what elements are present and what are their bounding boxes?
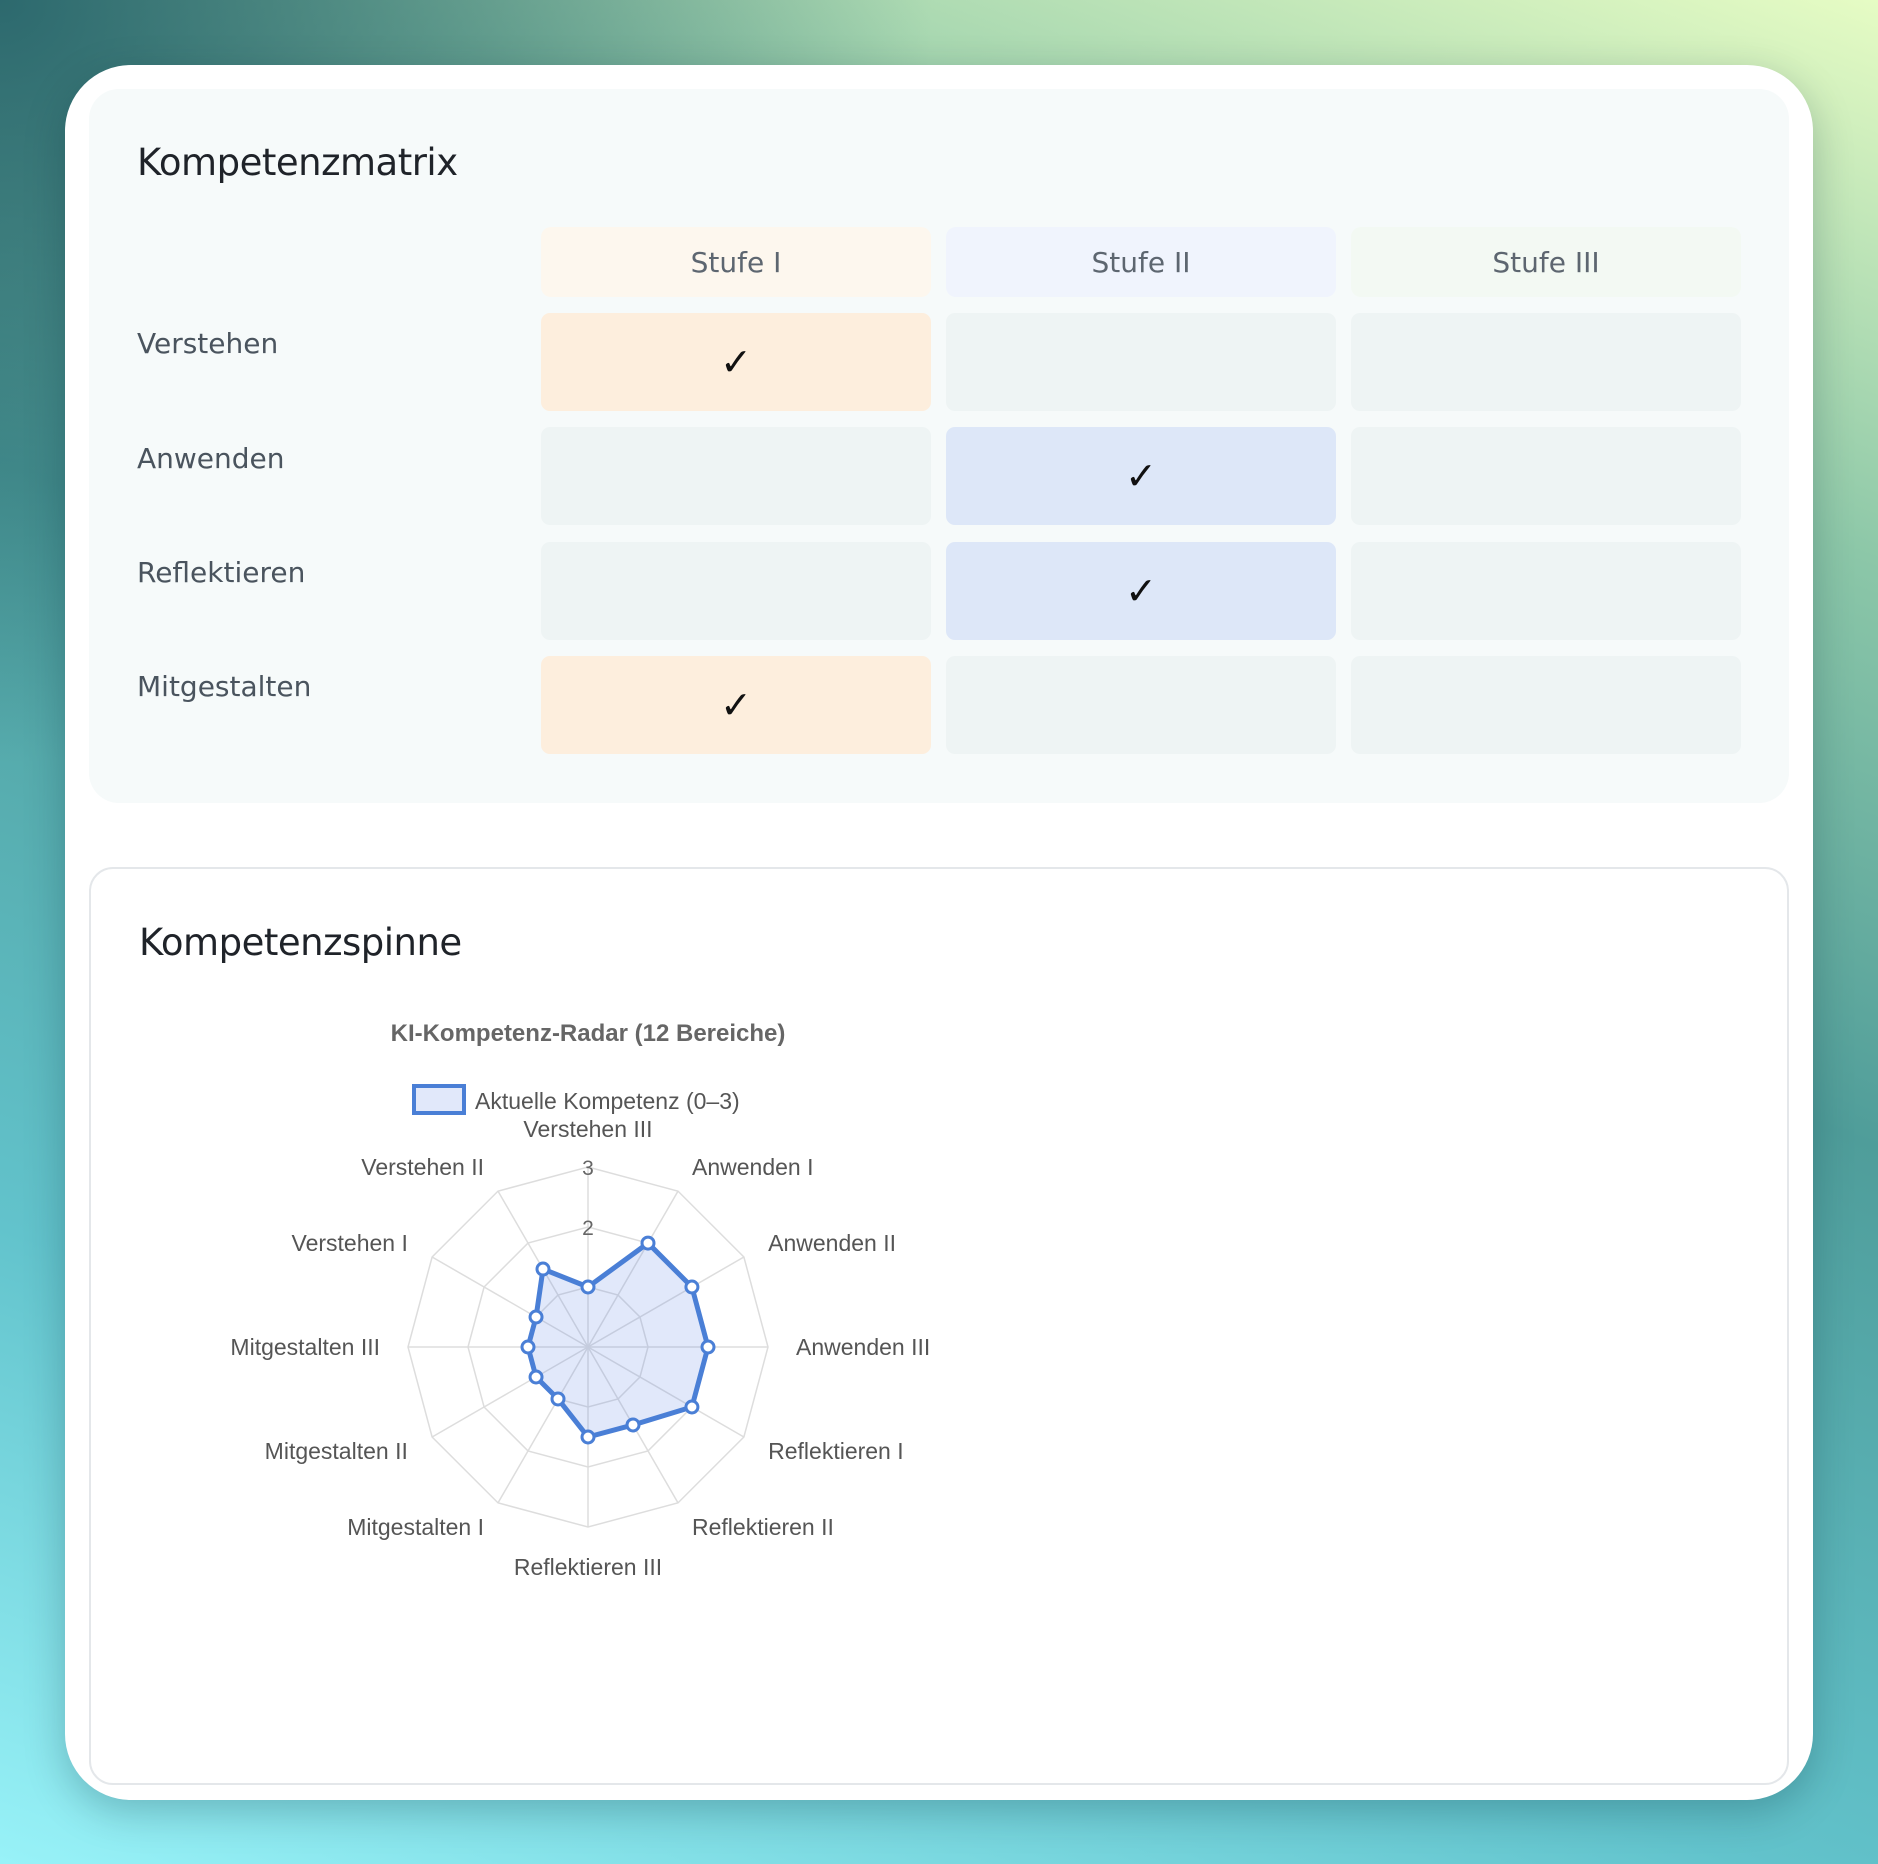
radar-title: Kompetenzspinne [139, 921, 462, 964]
competence-radar-panel: Kompetenzspinne KI-Kompetenz-Radar (12 B… [89, 867, 1789, 1785]
row-label-mitgestalten: Mitgestalten [137, 670, 312, 703]
column-header-stufe-3: Stufe III [1351, 227, 1741, 297]
radar-spoke [497, 1346, 589, 1504]
matrix-cell-mitgestalten-stufe-1[interactable]: ✓ [541, 656, 931, 754]
matrix-cell-verstehen-stufe-3[interactable] [1351, 313, 1741, 411]
radar-category-label: Verstehen III [523, 1116, 652, 1142]
radar-spoke [587, 1190, 679, 1348]
radar-category-label: Verstehen I [292, 1230, 408, 1256]
matrix-cell-verstehen-stufe-2[interactable] [946, 313, 1336, 411]
legend-label: Aktuelle Kompetenz (0–3) [475, 1088, 740, 1114]
radar-spoke [431, 1346, 589, 1438]
radar-spoke [587, 1346, 745, 1438]
chart-legend[interactable]: Aktuelle Kompetenz (0–3) [412, 1084, 740, 1115]
radar-tick-label: 2 [582, 1217, 594, 1240]
radar-spoke [587, 1256, 745, 1348]
matrix-cell-mitgestalten-stufe-2[interactable] [946, 656, 1336, 754]
radar-data-point[interactable] [640, 1235, 656, 1251]
column-header-stufe-1: Stufe I [541, 227, 931, 297]
row-label-reflektieren: Reflektieren [137, 556, 306, 589]
legend-swatch [412, 1084, 466, 1115]
matrix-cell-mitgestalten-stufe-3[interactable] [1351, 656, 1741, 754]
radar-data-point[interactable] [528, 1369, 544, 1385]
matrix-cell-verstehen-stufe-1[interactable]: ✓ [541, 313, 931, 411]
radar-category-label: Mitgestalten II [265, 1438, 408, 1464]
radar-category-label: Anwenden III [796, 1334, 930, 1360]
row-label-anwenden: Anwenden [137, 442, 285, 475]
chart-title: KI-Kompetenz-Radar (12 Bereiche) [391, 1020, 786, 1047]
matrix-cell-anwenden-stufe-2[interactable]: ✓ [946, 427, 1336, 525]
radar-data-point[interactable] [684, 1399, 700, 1415]
radar-series-area [525, 1240, 711, 1440]
competence-matrix-panel: Kompetenzmatrix Stufe I Stufe II Stufe I… [89, 89, 1789, 803]
radar-data-point[interactable] [684, 1279, 700, 1295]
radar-category-label: Reflektieren I [768, 1438, 904, 1464]
radar-data-point[interactable] [528, 1309, 544, 1325]
radar-tick-label: 3 [582, 1157, 594, 1180]
radar-data-point[interactable] [625, 1417, 641, 1433]
column-header-stufe-2: Stufe II [946, 227, 1336, 297]
radar-category-label: Anwenden II [768, 1230, 896, 1256]
radar-data-point[interactable] [700, 1339, 716, 1355]
radar-data-point[interactable] [520, 1339, 536, 1355]
matrix-title: Kompetenzmatrix [137, 141, 458, 184]
radar-category-label: Anwenden I [692, 1154, 813, 1180]
radar-data-point[interactable] [580, 1279, 596, 1295]
matrix-cell-anwenden-stufe-3[interactable] [1351, 427, 1741, 525]
radar-category-label: Reflektieren II [692, 1514, 834, 1540]
matrix-cell-reflektieren-stufe-2[interactable]: ✓ [946, 542, 1336, 640]
radar-category-label: Verstehen II [361, 1154, 484, 1180]
radar-category-label: Mitgestalten III [230, 1334, 380, 1360]
main-card: Kompetenzmatrix Stufe I Stufe II Stufe I… [65, 65, 1813, 1800]
matrix-cell-reflektieren-stufe-1[interactable] [541, 542, 931, 640]
radar-chart: KI-Kompetenz-Radar (12 Bereiche) Aktuell… [230, 1020, 930, 1580]
radar-category-label: Reflektieren III [514, 1554, 662, 1580]
matrix-cell-reflektieren-stufe-3[interactable] [1351, 542, 1741, 640]
radar-category-label: Mitgestalten I [347, 1514, 484, 1540]
radar-data-point[interactable] [550, 1391, 566, 1407]
radar-data-point[interactable] [535, 1261, 551, 1277]
row-label-verstehen: Verstehen [137, 327, 279, 360]
radar-data-point[interactable] [580, 1429, 596, 1445]
radar-spoke [431, 1256, 589, 1348]
matrix-cell-anwenden-stufe-1[interactable] [541, 427, 931, 525]
